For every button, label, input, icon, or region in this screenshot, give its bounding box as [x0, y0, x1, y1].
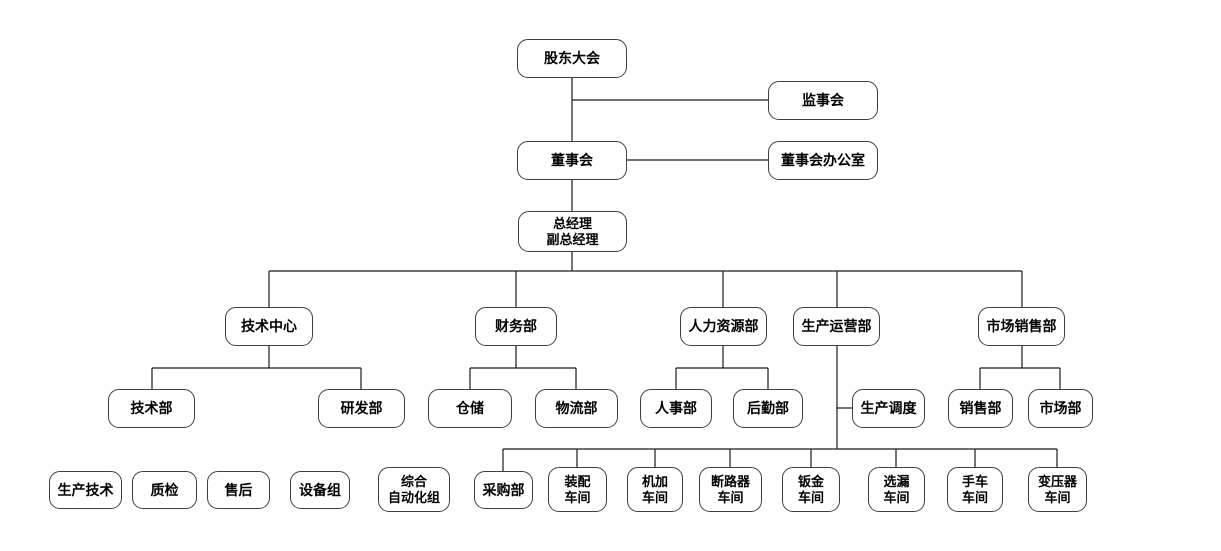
org-node-finance-dept[interactable]: 财务部 — [475, 307, 557, 346]
org-node-technology-dept[interactable]: 技术部 — [108, 389, 195, 428]
org-node-purchasing-dept[interactable]: 采购部 — [474, 471, 533, 509]
org-node-hr-dept[interactable]: 人力资源部 — [680, 307, 767, 346]
org-node-production-technology[interactable]: 生产技术 — [49, 471, 122, 509]
org-node-shareholders-meeting[interactable]: 股东大会 — [517, 39, 627, 78]
org-node-equipment-group[interactable]: 设备组 — [290, 471, 350, 509]
org-node-market-dept[interactable]: 市场部 — [1028, 389, 1093, 428]
org-node-warehouse[interactable]: 仓储 — [428, 389, 512, 428]
org-node-tech-center[interactable]: 技术中心 — [225, 307, 313, 346]
org-node-board-office[interactable]: 董事会办公室 — [768, 141, 878, 180]
org-node-production-ops-dept[interactable]: 生产运营部 — [793, 307, 880, 346]
org-node-after-sales[interactable]: 售后 — [207, 471, 270, 509]
org-node-marketing-sales-dept[interactable]: 市场销售部 — [978, 307, 1065, 346]
org-node-transformer-workshop[interactable]: 变压器 车间 — [1028, 467, 1087, 512]
org-node-assembly-workshop[interactable]: 装配 车间 — [548, 467, 607, 512]
org-node-logistics-dept[interactable]: 物流部 — [535, 389, 618, 428]
org-node-personnel-dept[interactable]: 人事部 — [640, 389, 712, 428]
org-node-rd-dept[interactable]: 研发部 — [318, 389, 405, 428]
org-node-general-manager[interactable]: 总经理 副总经理 — [518, 211, 627, 252]
org-node-leak-selection-workshop[interactable]: 选漏 车间 — [868, 467, 925, 512]
org-node-production-dispatch[interactable]: 生产调度 — [852, 389, 925, 428]
org-node-sales-dept[interactable]: 销售部 — [948, 389, 1013, 428]
org-node-board-of-directors[interactable]: 董事会 — [517, 141, 627, 180]
org-node-handcart-workshop[interactable]: 手车 车间 — [947, 467, 1003, 512]
org-node-machining-workshop[interactable]: 机加 车间 — [627, 467, 683, 512]
org-node-sheet-metal-workshop[interactable]: 钣金 车间 — [782, 467, 840, 512]
org-node-supervisory-board[interactable]: 监事会 — [768, 81, 878, 120]
org-node-integrated-automation-group[interactable]: 综合 自动化组 — [378, 467, 450, 512]
org-node-circuit-breaker-workshop[interactable]: 断路器 车间 — [699, 467, 762, 512]
org-node-quality-inspection[interactable]: 质检 — [132, 471, 197, 509]
org-node-support-dept[interactable]: 后勤部 — [733, 389, 803, 428]
